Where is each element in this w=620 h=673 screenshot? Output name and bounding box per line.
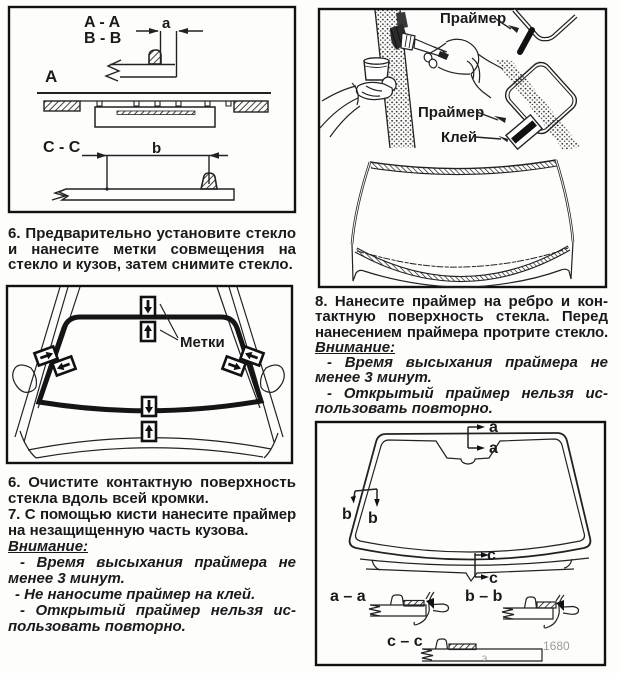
svg-text:C - C: C - C (43, 139, 81, 156)
svg-text:b: b (342, 506, 352, 523)
svg-text:a: a (489, 440, 498, 457)
svg-text:Метки: Метки (180, 334, 225, 351)
svg-text:b: b (152, 140, 161, 157)
svg-text:1680: 1680 (543, 639, 570, 653)
svg-text:э: э (482, 653, 487, 664)
svg-text:A - A: A - A (84, 14, 121, 31)
svg-text:c – c: c – c (387, 633, 423, 650)
svg-text:B - B: B - B (84, 30, 121, 47)
svg-text:Клей: Клей (441, 129, 477, 146)
svg-text:A: A (45, 67, 57, 86)
svg-text:c: c (487, 547, 496, 564)
svg-text:Праймер: Праймер (418, 104, 484, 121)
svg-text:b: b (368, 510, 378, 527)
svg-text:b – b: b – b (465, 588, 503, 605)
svg-text:c: c (489, 570, 498, 587)
svg-text:Праймер: Праймер (440, 10, 506, 27)
svg-text:a: a (489, 419, 498, 436)
svg-text:a – a: a – a (330, 588, 366, 605)
svg-text:a: a (162, 15, 171, 32)
